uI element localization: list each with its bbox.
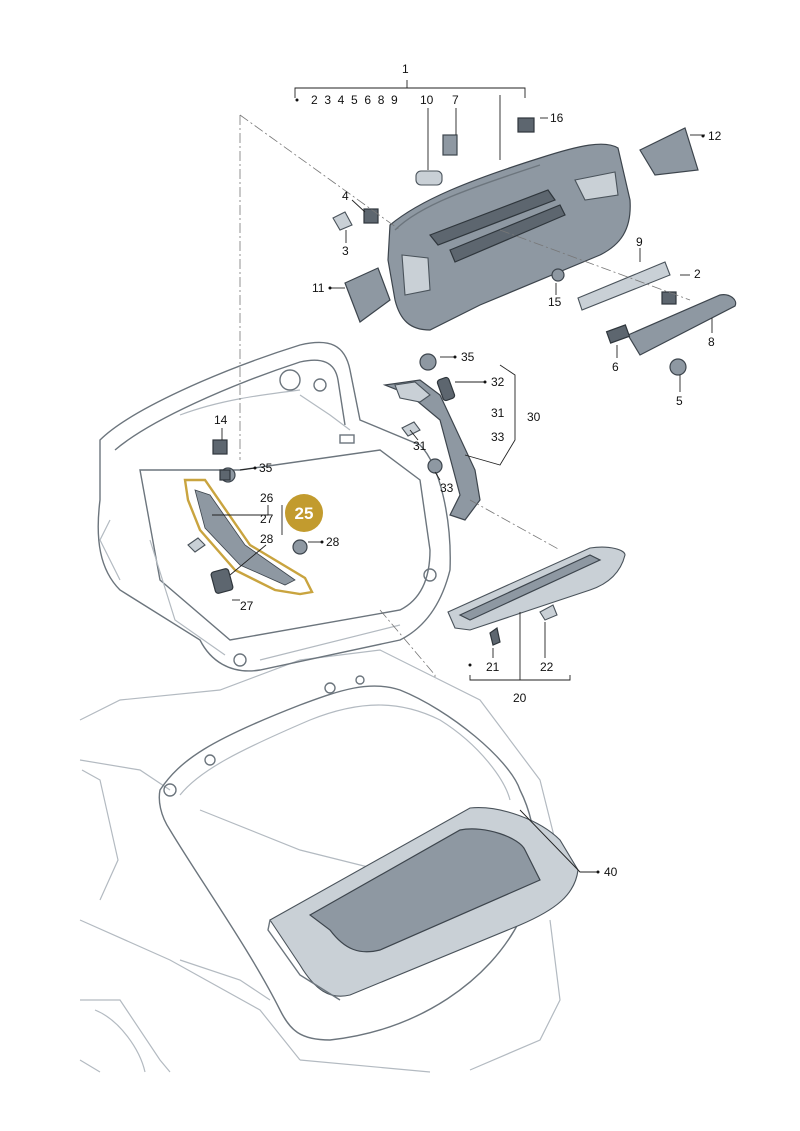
label-32: 32 bbox=[491, 375, 505, 389]
label-35-left: 35 bbox=[259, 461, 273, 475]
label-10: 10 bbox=[420, 93, 434, 107]
part-20-shelf bbox=[447, 546, 626, 646]
part-1-inner-trim bbox=[387, 143, 631, 331]
part-40-panel bbox=[267, 807, 579, 1001]
label-1: 1 bbox=[402, 62, 409, 76]
label-21: 21 bbox=[486, 660, 500, 674]
label-5: 5 bbox=[676, 394, 683, 408]
label-31-left: 31 bbox=[413, 439, 427, 453]
label-7: 7 bbox=[452, 93, 459, 107]
label-2: 2 bbox=[694, 267, 701, 281]
labels: 1 2 3 4 5 6 8 9 10 7 16 12 4 3 9 2 11 15… bbox=[214, 62, 722, 879]
badge-25[interactable]: 25 bbox=[285, 494, 323, 532]
label-4: 4 bbox=[342, 189, 349, 203]
label-30: 30 bbox=[527, 410, 541, 424]
label-8: 8 bbox=[708, 335, 715, 349]
label-33-left: 33 bbox=[440, 481, 454, 495]
label-28-right: 28 bbox=[326, 535, 340, 549]
label-40: 40 bbox=[604, 865, 618, 879]
label-27-top: 27 bbox=[260, 512, 274, 526]
small-parts-upper bbox=[332, 117, 737, 376]
reference-lines bbox=[239, 114, 691, 680]
badge-25-label: 25 bbox=[295, 504, 314, 523]
label-6: 6 bbox=[612, 360, 619, 374]
label-9: 9 bbox=[636, 235, 643, 249]
label-16: 16 bbox=[550, 111, 564, 125]
label-20: 20 bbox=[513, 691, 527, 705]
label-1-sub: 2 3 4 5 6 8 9 bbox=[311, 93, 398, 107]
part-30-pillar-trim bbox=[382, 353, 481, 521]
car-body bbox=[79, 649, 561, 1073]
label-26: 26 bbox=[260, 491, 274, 505]
label-15: 15 bbox=[548, 295, 562, 309]
label-14: 14 bbox=[214, 413, 228, 427]
label-35-top: 35 bbox=[461, 350, 475, 364]
tailgate-frame bbox=[97, 341, 451, 672]
small-clips-left bbox=[187, 439, 308, 594]
label-22: 22 bbox=[540, 660, 554, 674]
label-12: 12 bbox=[708, 129, 722, 143]
label-28-top: 28 bbox=[260, 532, 274, 546]
label-3: 3 bbox=[342, 244, 349, 258]
label-27-bottom: 27 bbox=[240, 599, 254, 613]
leader-lines bbox=[212, 80, 713, 873]
label-31-right: 31 bbox=[491, 406, 505, 420]
part-25-highlight bbox=[183, 478, 314, 596]
label-33-right: 33 bbox=[491, 430, 505, 444]
label-11: 11 bbox=[312, 281, 325, 295]
